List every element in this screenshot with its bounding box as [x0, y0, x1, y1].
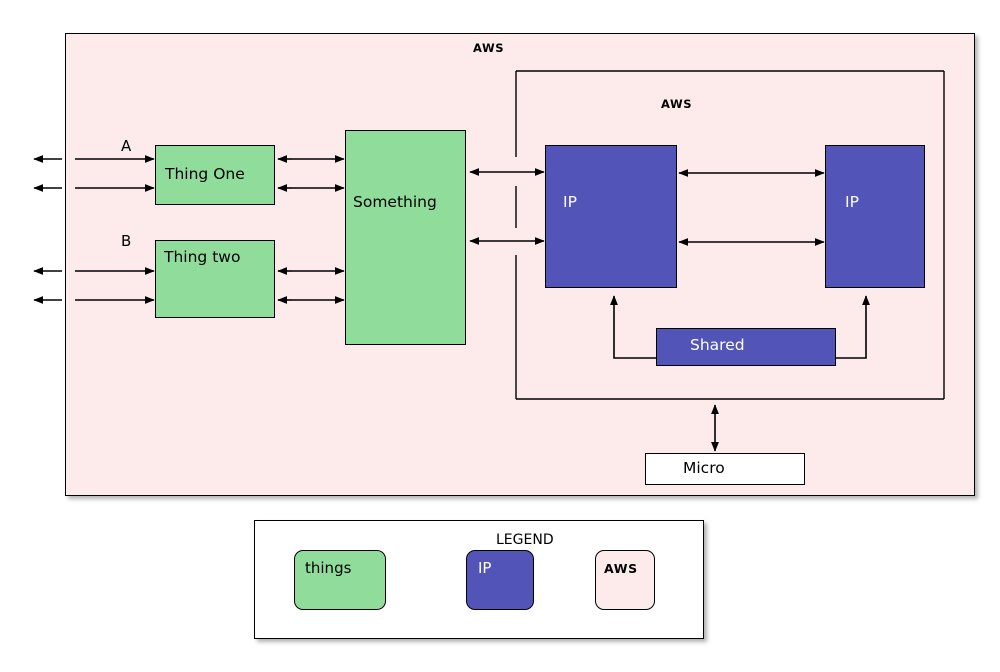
node-something-label: Something [353, 193, 437, 211]
node-ip-left-label: IP [563, 193, 577, 211]
node-something[interactable] [345, 130, 466, 345]
node-thing-two[interactable] [155, 240, 275, 318]
node-thing-one-label: Thing One [165, 165, 245, 183]
legend-swatch-things[interactable] [294, 550, 386, 610]
node-ip-right-label: IP [845, 193, 859, 211]
node-shared-label: Shared [690, 336, 745, 354]
legend-swatch-ip[interactable] [466, 550, 534, 610]
node-micro[interactable] [645, 453, 805, 485]
legend-label-aws: AWS [604, 561, 638, 576]
legend-label-ip: IP [478, 559, 492, 577]
node-ip-right[interactable] [825, 145, 925, 288]
legend-label-things: things [305, 559, 352, 577]
node-thing-two-label: Thing two [164, 248, 241, 266]
node-thing-one[interactable] [155, 145, 275, 205]
legend-title: LEGEND [496, 532, 554, 548]
node-ip-left[interactable] [545, 145, 677, 288]
outer-aws-label: AWS [473, 41, 505, 55]
edge-label-a: A [121, 137, 132, 155]
node-micro-label: Micro [683, 459, 725, 477]
edge-label-b: B [121, 232, 132, 250]
legend-swatch-aws[interactable] [595, 550, 655, 610]
node-shared[interactable] [656, 328, 836, 366]
inner-aws-label: AWS [661, 97, 693, 111]
